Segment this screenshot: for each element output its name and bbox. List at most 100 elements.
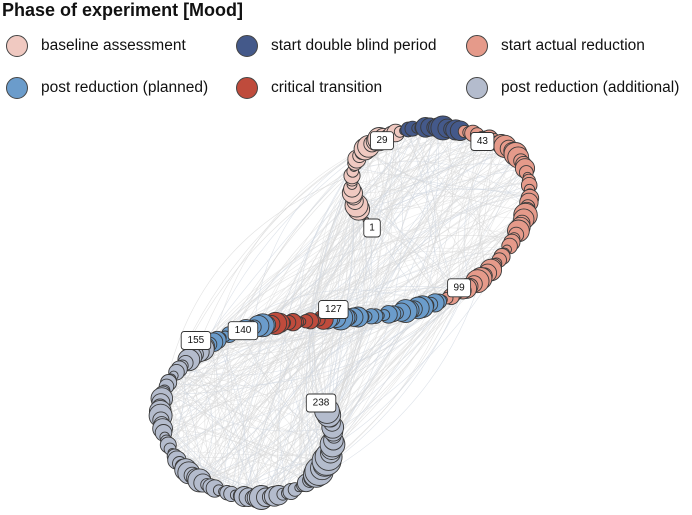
legend-label-critical: critical transition: [271, 79, 383, 96]
legend-swatch-post-additional: [466, 77, 488, 99]
network-edge: [326, 148, 373, 412]
legend-swatch-critical: [236, 77, 258, 99]
network-edge: [188, 193, 530, 473]
node-label-box: [363, 218, 381, 238]
legend-item-actual-reduction: start actual reduction: [466, 33, 645, 59]
node-label: 99: [447, 278, 472, 298]
network-edge: [195, 316, 359, 479]
network-edge: [232, 155, 360, 334]
network-edge: [328, 134, 478, 416]
legend-swatch-post-planned: [6, 77, 28, 99]
network-edge: [332, 138, 490, 428]
network-edge: [297, 184, 530, 323]
network-edge: [274, 197, 355, 497]
network-edge: [210, 139, 380, 487]
network-edge: [191, 158, 358, 358]
network-edge: [358, 172, 527, 318]
node-label: 155: [180, 331, 212, 350]
network-edge: [252, 280, 478, 499]
node-label-text: 238: [313, 398, 330, 409]
legend-label-post-planned: post reduction (planned): [41, 79, 209, 96]
network-edge: [288, 219, 367, 323]
network-edge: [311, 162, 356, 469]
network-edge: [160, 127, 444, 421]
legend-item-post-planned: post reduction (planned): [6, 75, 208, 101]
node-label-box: [318, 300, 349, 319]
network-edge: [457, 138, 490, 291]
network-edge: [217, 339, 245, 496]
node-label-text: 140: [235, 325, 252, 336]
network-edge: [164, 150, 513, 391]
network-edge: [237, 331, 279, 498]
legend-swatch-double-blind: [236, 35, 258, 57]
network-edge: [188, 325, 263, 474]
network-node-labels: 1 29 43 99 127 140 155 238: [180, 131, 495, 413]
legend-item-baseline: baseline assessment: [6, 33, 186, 59]
network-edge: [182, 322, 285, 467]
network-edge: [173, 375, 323, 469]
network-edge: [202, 210, 528, 484]
node-label-box: [227, 321, 259, 341]
network-edge: [353, 153, 516, 198]
legend-label-baseline: baseline assessment: [41, 37, 186, 54]
network-edge: [162, 428, 314, 478]
network-edge: [239, 188, 353, 497]
network-edge: [160, 415, 307, 484]
network-edge: [168, 272, 488, 387]
node-label-box: [305, 393, 337, 413]
network-edge: [217, 227, 517, 341]
network-edge: [204, 334, 230, 491]
node-label-text: 1: [369, 223, 375, 234]
legend-swatch-actual-reduction: [466, 35, 488, 57]
network-edge: [331, 140, 494, 450]
network-edge: [176, 371, 288, 494]
network-edge: [352, 171, 530, 186]
network-edge: [179, 136, 486, 464]
network-edge: [179, 368, 232, 494]
node-label: 1: [363, 218, 381, 238]
network-edge: [213, 342, 216, 489]
node-label: 127: [318, 300, 349, 319]
network-edge: [427, 134, 478, 305]
node-label: 140: [227, 321, 259, 341]
node-label-box: [180, 331, 212, 350]
network-edge: [168, 382, 232, 495]
network-edge: [173, 375, 332, 449]
legend-title: Phase of experiment [Mood]: [2, 0, 244, 20]
network-edge: [195, 354, 320, 472]
legend-item-critical: critical transition: [236, 75, 382, 101]
network-edge: [297, 146, 369, 323]
node-label-text: 155: [188, 335, 205, 346]
node-label-text: 99: [454, 282, 466, 293]
network-edge: [353, 196, 524, 220]
network-edge: [375, 140, 478, 282]
network-edge: [356, 148, 509, 206]
node-label: 29: [370, 131, 394, 151]
node-label-text: 127: [325, 304, 342, 315]
network-edge: [239, 134, 478, 497]
network-edge: [188, 359, 249, 498]
network-edge: [358, 146, 506, 211]
network-edge: [172, 317, 341, 453]
legend-label-actual-reduction: start actual reduction: [501, 37, 645, 54]
legend-swatch-baseline: [6, 35, 28, 57]
network-edge: [375, 127, 426, 317]
node-label-text: 29: [376, 135, 388, 146]
legend-item-post-additional: post reduction (additional): [466, 75, 679, 101]
legend-label-double-blind: start double blind period: [271, 37, 437, 54]
network-edge: [166, 320, 315, 387]
network-edge: [199, 314, 389, 481]
node-label: 238: [305, 393, 337, 413]
node-label-box: [470, 132, 495, 151]
node-label-text: 43: [477, 136, 489, 147]
node-label: 43: [470, 132, 495, 151]
node-label-box: [370, 131, 394, 151]
network-edge: [172, 152, 363, 453]
network-edge: [222, 288, 467, 492]
network-edge: [360, 188, 530, 214]
network-edge: [300, 188, 353, 322]
node-label-box: [447, 278, 472, 298]
legend-label-post-additional: post reduction (additional): [501, 79, 680, 96]
